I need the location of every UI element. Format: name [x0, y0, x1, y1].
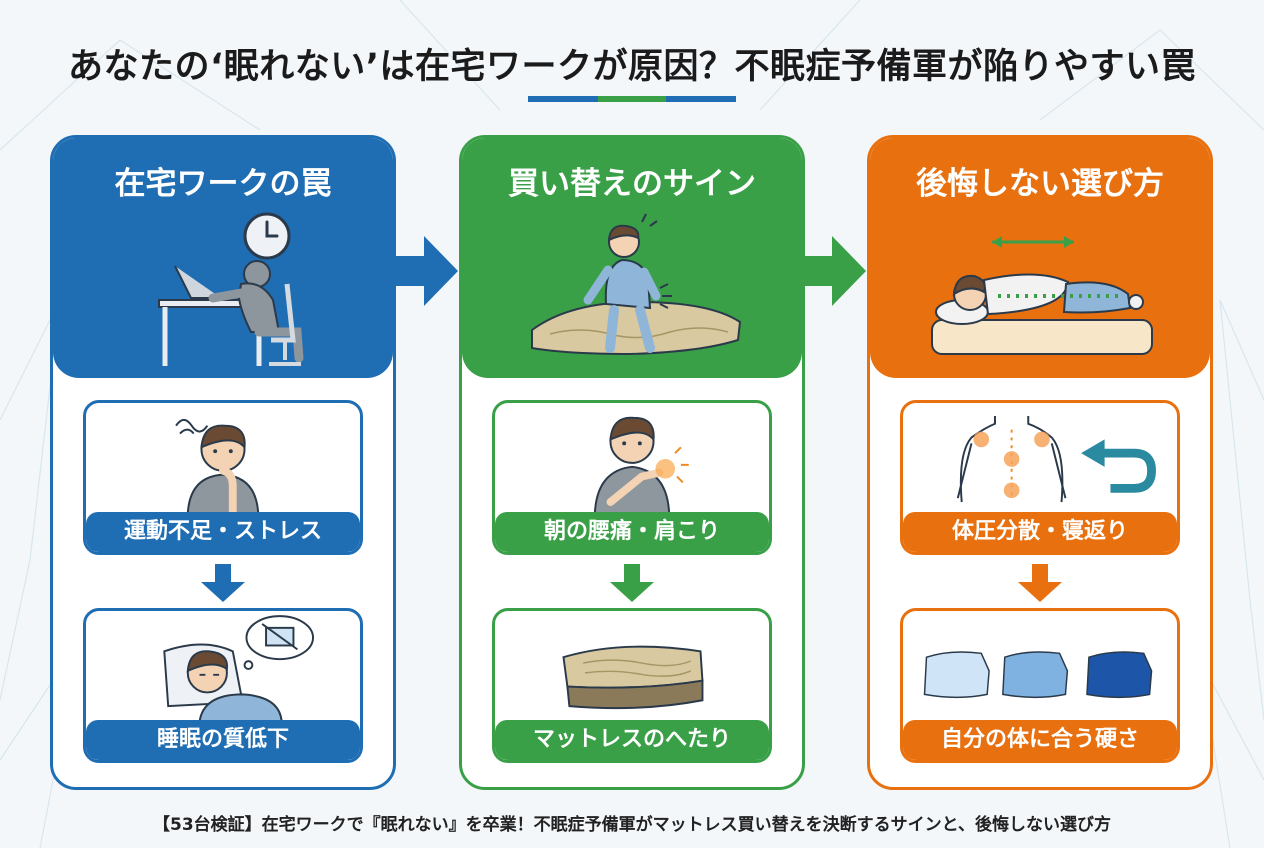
stressed-person-icon: [175, 418, 260, 515]
side-sleeping-person-icon: [931, 236, 1153, 355]
sleepless-person-icon: [163, 615, 315, 723]
column-header: 在宅ワークの罠: [53, 138, 393, 378]
desk-worker-clock-icon: [158, 212, 304, 366]
column-header: 買い替えのサイン: [462, 138, 802, 378]
title-underline: [528, 96, 736, 102]
shoulder-pain-person-icon: [593, 416, 689, 515]
right-arrow-icon: [800, 236, 866, 306]
box-label: 自分の体に合う硬さ: [903, 720, 1177, 760]
column-title: 後悔しない選び方: [916, 166, 1164, 202]
down-arrow-icon: [1018, 564, 1062, 602]
down-arrow-icon: [610, 564, 654, 602]
mattress-firmness-icon: [923, 651, 1153, 699]
box-label: 体圧分散・寝返り: [903, 512, 1177, 552]
down-arrow-icon: [201, 564, 245, 602]
body-pressure-turnover-icon: [956, 415, 1156, 503]
page-title: あなたの‘眠れない’は在宅ワークが原因？不眠症予備軍が陥りやすい罠: [67, 47, 1197, 87]
info-box-pressure-distribution: 体圧分散・寝返り: [900, 400, 1180, 555]
column-title: 買い替えのサイン: [508, 166, 756, 202]
info-box-lack-of-exercise: 運動不足・ストレス: [83, 400, 363, 555]
right-arrow-icon: [392, 236, 458, 306]
worn-mattress-icon: [562, 645, 704, 710]
column-home-work-trap: 在宅ワークの罠 運動不足・ストレス: [50, 135, 396, 790]
box-label: 睡眠の質低下: [86, 720, 360, 760]
footer-caption: 【53台検証】在宅ワークで『眠れない』を卒業！不眠症予備軍がマットレス買い替えを…: [153, 815, 1111, 835]
box-label: 運動不足・ストレス: [86, 512, 360, 552]
column-title: 在宅ワークの罠: [114, 166, 332, 202]
box-label: 朝の腰痛・肩こり: [495, 512, 769, 552]
box-label: マットレスのへたり: [495, 720, 769, 760]
column-replacement-signs: 買い替えのサイン 朝の腰痛・肩こり: [459, 135, 805, 790]
info-box-right-firmness: 自分の体に合う硬さ: [900, 608, 1180, 763]
info-box-sleep-quality: 睡眠の質低下: [83, 608, 363, 763]
info-box-mattress-sag: マットレスのへたり: [492, 608, 772, 763]
info-box-morning-back-pain: 朝の腰痛・肩こり: [492, 400, 772, 555]
column-header: 後悔しない選び方: [870, 138, 1210, 378]
column-how-to-choose: 後悔しない選び方 体圧分散・寝返り: [867, 135, 1213, 790]
man-on-sagging-mattress-icon: [531, 213, 742, 356]
